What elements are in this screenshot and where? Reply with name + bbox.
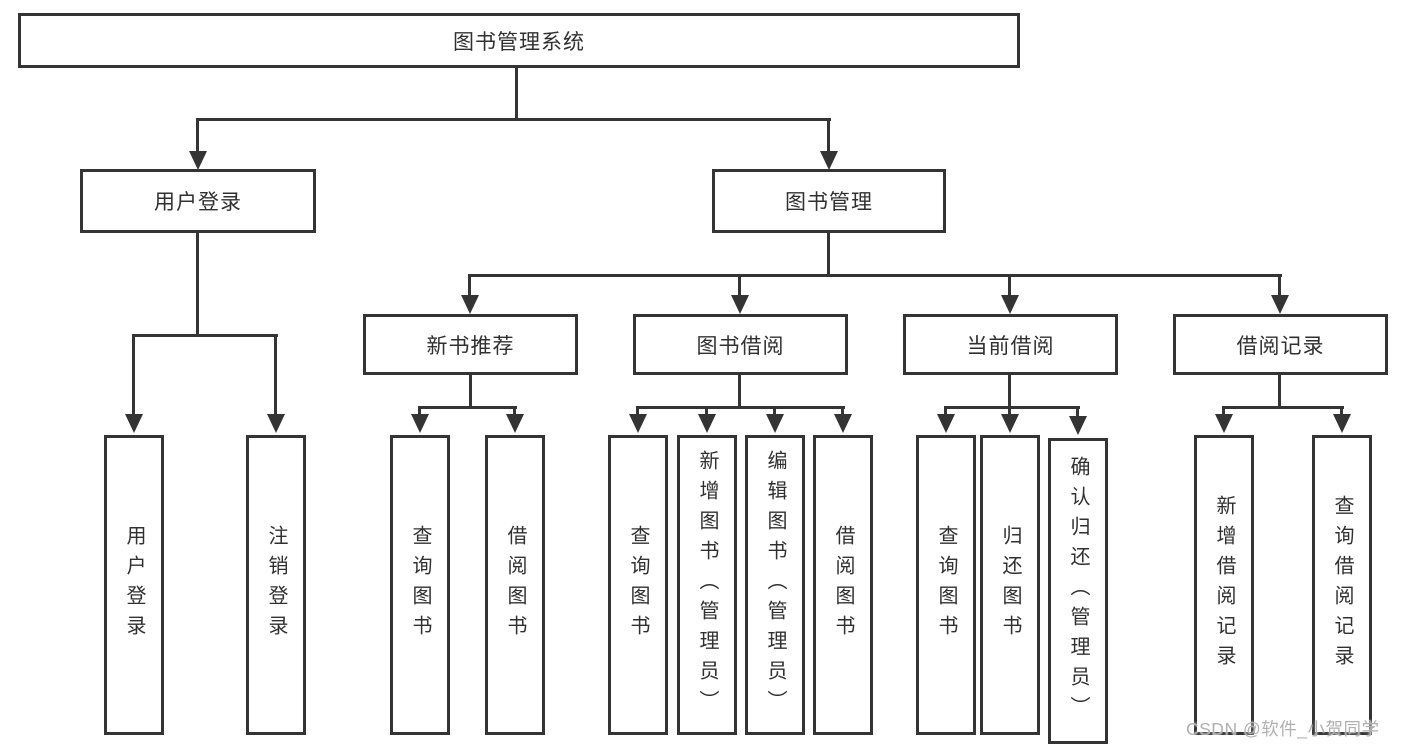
connector-recommend-rail	[418, 406, 517, 409]
connector-drop-leaf	[841, 406, 844, 416]
node-book-management: 图书管理	[712, 169, 946, 233]
leaf-borrow-books-recommend: 借阅图书	[485, 435, 545, 735]
connector-drop-level3	[1008, 274, 1011, 298]
connector-drop-level3	[1278, 274, 1281, 298]
connector-user-login-rail	[132, 334, 278, 337]
connector-drop-leaf	[636, 406, 639, 416]
connector-drop-leaf	[705, 406, 708, 416]
leaf-query-books-recommend: 查询图书	[390, 435, 450, 735]
connector-user-login-stem	[196, 231, 199, 337]
connector-drop-leaf	[1222, 406, 1225, 416]
arrow-down-icon	[1271, 295, 1289, 314]
node-book-borrow: 图书借阅	[633, 314, 848, 375]
connector-borrow-stem	[738, 373, 741, 408]
node-new-book-recommend: 新书推荐	[363, 314, 578, 375]
connector-current-rail	[944, 406, 1080, 409]
connector-drop-level3	[738, 274, 741, 298]
arrow-down-icon	[1001, 295, 1019, 314]
connector-recommend-stem	[469, 373, 472, 408]
connector-records-rail	[1222, 406, 1344, 409]
connector-borrow-rail	[636, 406, 845, 409]
node-current-borrow: 当前借阅	[903, 314, 1118, 375]
connector-drop-leaf	[274, 334, 277, 416]
connector-root-stem	[515, 66, 518, 120]
leaf-add-books-admin: 新增图书（管理员）	[677, 435, 737, 735]
arrow-down-icon	[834, 414, 852, 433]
leaf-confirm-return-admin: 确认归还（管理员）	[1048, 438, 1108, 744]
connector-drop-leaf	[418, 406, 421, 416]
leaf-user-login: 用户登录	[104, 435, 164, 735]
leaf-query-borrow-record: 查询借阅记录	[1312, 435, 1372, 735]
connector-book-mgmt-stem	[827, 231, 830, 277]
connector-drop-leaf	[944, 406, 947, 416]
node-root: 图书管理系统	[18, 13, 1020, 68]
arrow-down-icon	[411, 414, 429, 433]
connector-root-rail	[197, 118, 831, 121]
connector-current-stem	[1008, 373, 1011, 408]
connector-drop-leaf	[1340, 406, 1343, 416]
arrow-down-icon	[267, 414, 285, 433]
arrow-down-icon	[189, 151, 207, 170]
connector-drop-leaf	[1076, 406, 1079, 418]
arrow-down-icon	[506, 414, 524, 433]
arrow-down-icon	[1215, 414, 1233, 433]
arrow-down-icon	[698, 414, 716, 433]
connector-drop-user-login	[196, 118, 199, 153]
watermark: CSDN @软件_小贺同学	[1186, 719, 1380, 739]
connector-drop-leaf	[513, 406, 516, 416]
connector-records-stem	[1278, 373, 1281, 408]
arrow-down-icon	[937, 414, 955, 433]
leaf-add-borrow-record: 新增借阅记录	[1194, 435, 1254, 735]
connector-book-mgmt-rail	[469, 274, 1282, 277]
node-user-login: 用户登录	[80, 169, 316, 233]
node-borrow-records: 借阅记录	[1173, 314, 1388, 375]
arrow-down-icon	[629, 414, 647, 433]
connector-drop-level3	[468, 274, 471, 298]
arrow-down-icon	[1001, 414, 1019, 433]
arrow-down-icon	[820, 151, 838, 170]
leaf-query-books-borrow: 查询图书	[608, 435, 668, 735]
connector-drop-leaf	[773, 406, 776, 416]
leaf-logout: 注销登录	[246, 435, 306, 735]
connector-drop-book-management	[827, 118, 830, 153]
leaf-edit-books-admin: 编辑图书（管理员）	[745, 435, 805, 735]
connector-drop-leaf	[1008, 406, 1011, 416]
leaf-return-books: 归还图书	[980, 435, 1040, 735]
connector-drop-leaf	[132, 334, 135, 416]
arrow-down-icon	[1069, 416, 1087, 435]
leaf-borrow-books: 借阅图书	[813, 435, 873, 735]
arrow-down-icon	[125, 414, 143, 433]
arrow-down-icon	[731, 295, 749, 314]
arrow-down-icon	[1333, 414, 1351, 433]
arrow-down-icon	[766, 414, 784, 433]
leaf-query-books-current: 查询图书	[916, 435, 976, 735]
arrow-down-icon	[461, 295, 479, 314]
